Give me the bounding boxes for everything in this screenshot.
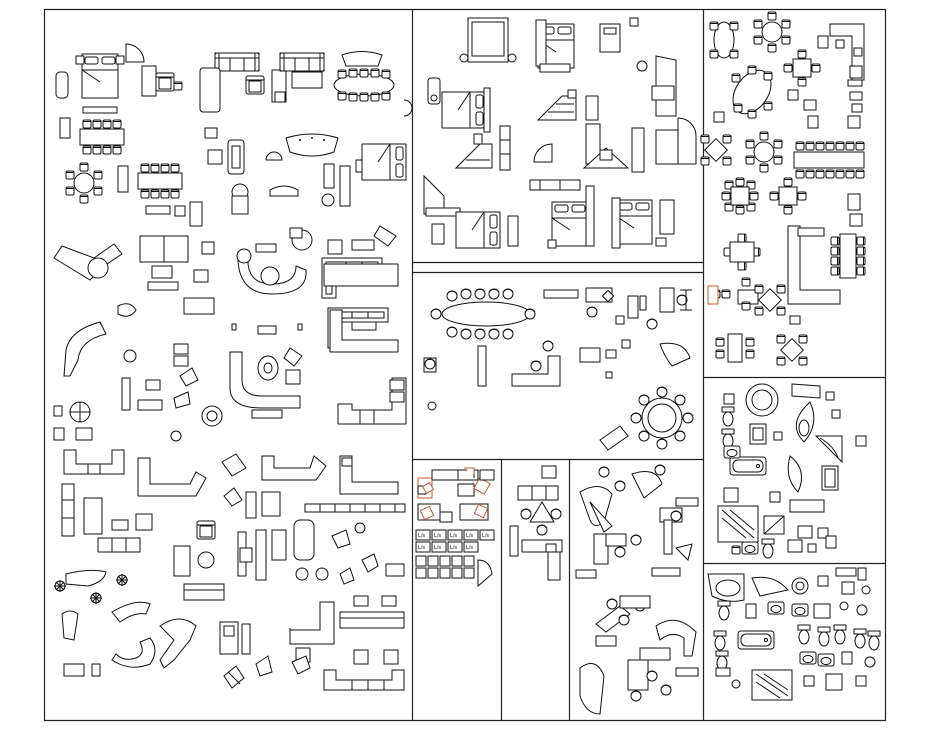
office-desks-panel (576, 464, 698, 714)
bedroom-furniture-panel (424, 18, 696, 249)
workstation-label: L/s (450, 533, 457, 539)
workstation-blocks-panel: L/s L/s L/s L/s L/s L/s L/s L/s L/s (416, 468, 494, 586)
workstation-label: L/s (466, 545, 473, 551)
bath-fixtures-panel (718, 384, 866, 559)
dining-sets-panel (0, 0, 865, 365)
reception-panel (510, 466, 562, 580)
workstation-label: L/s (418, 545, 425, 551)
panel-frames (45, 9, 886, 721)
living-and-bedroom-furniture-panel (54, 43, 412, 690)
office-conference-panel (424, 288, 694, 450)
workstation-label: L/s (482, 533, 489, 539)
workstation-label: L/s (450, 545, 457, 551)
workstation-label: L/s (418, 533, 425, 539)
workstation-label: L/s (466, 533, 473, 539)
workstation-label: L/s (434, 533, 441, 539)
toilet-fixtures-panel (708, 568, 881, 700)
workstation-label: L/s (434, 545, 441, 551)
